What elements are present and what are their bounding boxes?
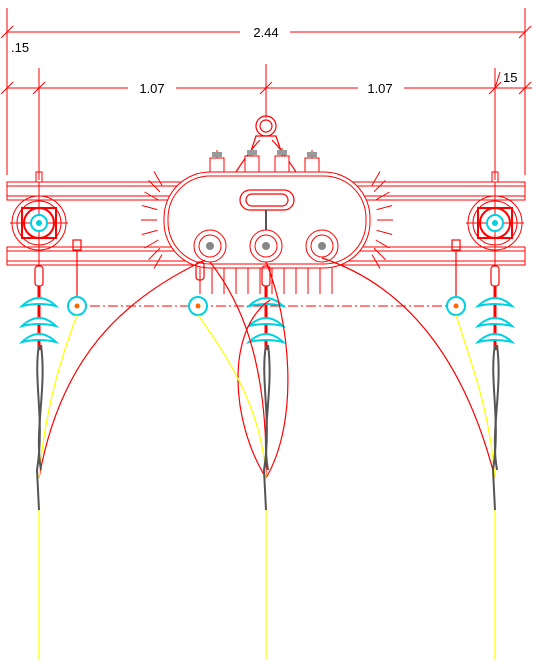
insulator-string [474,286,516,350]
cooling-fin-left [141,205,158,211]
cooling-fin-left [144,239,159,249]
cooling-fin-left [141,229,158,235]
end-clamp-left-center [36,220,42,226]
insulator-shed [245,317,287,328]
cooling-fin-left [144,191,159,201]
cooling-fin-left [153,254,163,269]
dimension-overall-bg [243,22,287,40]
dimension-left-offset-label: .15 [11,40,29,55]
dimension-spans [0,64,532,180]
insulator-shed [245,297,287,308]
cooling-fin-right [371,254,381,269]
insulator-shed [18,297,60,308]
dimension-right-span-bg [358,80,402,98]
cooling-fin-left [148,247,161,260]
top-bushings [209,148,320,173]
dimension-right-span-label: 1.07 [367,81,392,96]
dimension-right-offset-label: 15 [503,70,517,85]
insulator-shed [18,317,60,328]
cooling-fin-left [148,180,161,193]
cooling-fin-right [371,171,381,186]
insulator-shed [18,333,60,344]
insulator-shed [245,333,287,344]
dimension-left-span-bg [130,80,174,98]
end-clamp-left [10,171,68,265]
dimension-left-span-label: 1.07 [139,81,164,96]
strain-clamps [67,296,466,316]
cooling-fin-right [375,191,390,201]
dimension-overall [0,8,532,175]
bottom-bushing-cores [206,242,326,250]
cables-dark [35,344,500,511]
cooling-fin-right [376,205,393,211]
cooling-fin-right [373,180,386,193]
insulator-string [245,286,287,350]
insulator-shed [474,333,516,344]
insulator-shed [474,297,516,308]
insulator-strings [18,286,516,350]
cooling-fin-right [375,239,390,249]
cooling-fins [141,171,393,294]
conductors-yellow [38,314,496,660]
cooling-fin-right [376,229,393,235]
dimension-overall-label: 2.44 [253,25,278,40]
strain-clamp-cores [74,303,459,309]
end-clamp-right-center [492,220,498,226]
cooling-fin-left [153,171,163,186]
top-bushing-caps [212,150,317,157]
cooling-fin-right [373,247,386,260]
insulator-string [18,286,60,350]
nameplate-slot [239,189,295,211]
insulator-shed [474,317,516,328]
